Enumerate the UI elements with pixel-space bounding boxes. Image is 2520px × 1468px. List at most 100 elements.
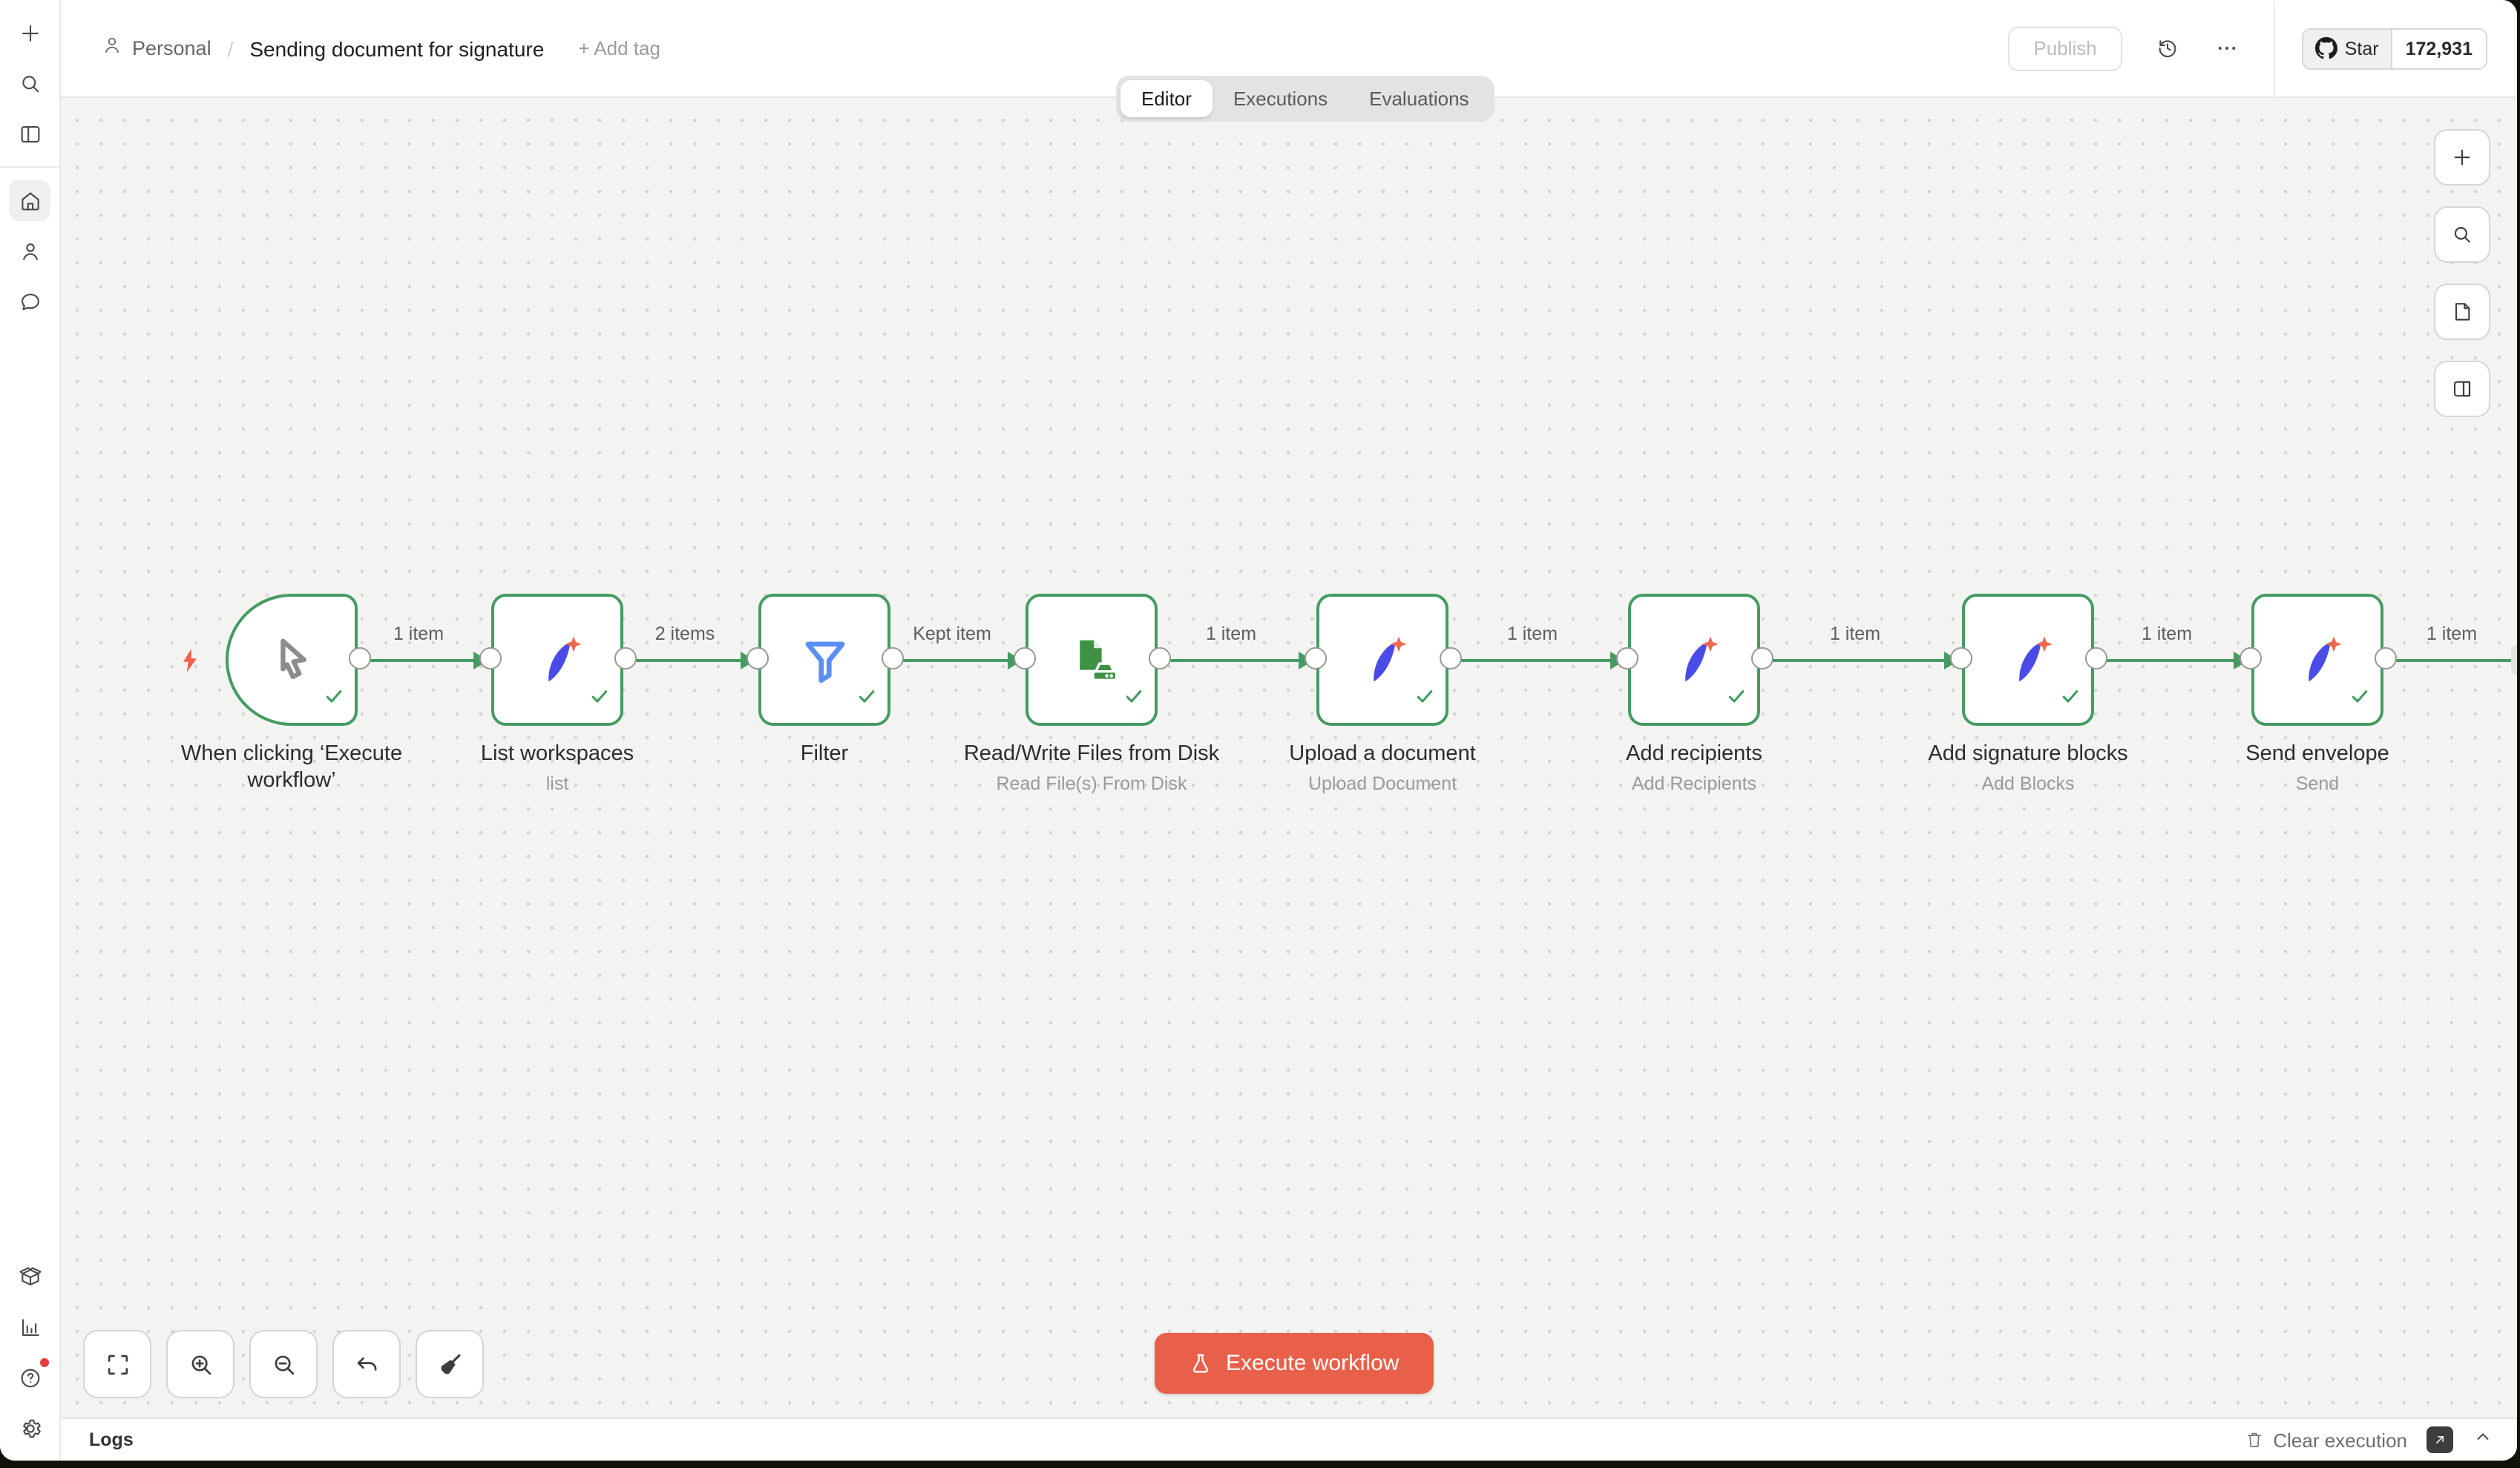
cursor-icon bbox=[280, 638, 306, 678]
sidebar-item-insights[interactable] bbox=[9, 1306, 50, 1348]
check-icon bbox=[2352, 690, 2368, 703]
node-input-port[interactable] bbox=[479, 647, 501, 669]
github-star-badge[interactable]: Star 172,931 bbox=[2301, 27, 2487, 69]
sidebar-item-home[interactable] bbox=[9, 180, 50, 221]
node-box[interactable] bbox=[2251, 594, 2383, 726]
user-icon bbox=[101, 33, 123, 63]
node-subtitle: Add Blocks bbox=[1981, 773, 2075, 795]
node-subtitle: list bbox=[545, 773, 569, 795]
new-workflow-button[interactable] bbox=[9, 12, 50, 53]
node-label: List workspaces list bbox=[408, 741, 706, 794]
node-output-port[interactable] bbox=[614, 647, 636, 669]
sidebar-item-help[interactable] bbox=[9, 1357, 50, 1398]
more-options-button[interactable] bbox=[2205, 26, 2250, 71]
connection-line[interactable] bbox=[1769, 658, 1947, 661]
node-input-port[interactable] bbox=[1949, 647, 1972, 669]
node-input-port[interactable] bbox=[746, 647, 768, 669]
node-box[interactable] bbox=[758, 594, 890, 726]
workflow-title[interactable]: Sending document for signature bbox=[249, 36, 545, 60]
publish-button[interactable]: Publish bbox=[2008, 26, 2122, 71]
feather-sparkle-icon bbox=[1684, 635, 1718, 681]
clear-execution-button[interactable]: Clear execution bbox=[2243, 1429, 2407, 1451]
node-output-port[interactable] bbox=[2084, 647, 2107, 669]
undo-button[interactable] bbox=[332, 1330, 401, 1398]
add-tag-button[interactable]: + Add tag bbox=[578, 37, 660, 59]
node-box[interactable] bbox=[1962, 594, 2094, 726]
zoom-in-button[interactable] bbox=[166, 1330, 234, 1398]
trash-icon bbox=[2247, 1432, 2261, 1447]
toggle-sidebar-button[interactable] bbox=[9, 113, 50, 154]
node-box[interactable] bbox=[1026, 594, 1158, 726]
node-input-port[interactable] bbox=[1013, 647, 1035, 669]
logs-panel-header[interactable]: Logs Clear execution bbox=[59, 1418, 2517, 1461]
broom-icon bbox=[440, 1353, 460, 1374]
workflow-node[interactable]: Filter bbox=[746, 594, 903, 766]
logs-title: Logs bbox=[89, 1429, 134, 1450]
expand-logs-button[interactable] bbox=[2473, 1426, 2493, 1454]
node-output-port[interactable] bbox=[1439, 647, 1461, 669]
toggle-panel-button[interactable] bbox=[2434, 361, 2490, 417]
sidebar-item-templates[interactable] bbox=[9, 1256, 50, 1297]
sidebar-search-button[interactable] bbox=[9, 62, 50, 104]
add-node-button[interactable] bbox=[2434, 129, 2490, 186]
tab-executions[interactable]: Executions bbox=[1233, 88, 1328, 110]
node-input-port[interactable] bbox=[1304, 647, 1326, 669]
node-output-port[interactable] bbox=[348, 647, 370, 669]
node-input-port[interactable] bbox=[2239, 647, 2261, 669]
workflow-node[interactable]: When clicking ‘Execute workflow’ bbox=[181, 594, 402, 793]
connection-line[interactable] bbox=[2103, 658, 2237, 661]
search-icon bbox=[22, 75, 39, 92]
execute-workflow-button[interactable]: Execute workflow bbox=[1155, 1333, 1434, 1394]
history-button[interactable] bbox=[2146, 26, 2191, 71]
flask-icon bbox=[1192, 1353, 1209, 1372]
cursor-icon bbox=[229, 597, 355, 723]
sidebar-item-settings[interactable] bbox=[9, 1407, 50, 1449]
ellipsis-icon bbox=[2219, 47, 2236, 50]
node-box[interactable] bbox=[491, 594, 623, 726]
open-logs-window-button[interactable] bbox=[2427, 1426, 2453, 1453]
node-output-port[interactable] bbox=[1750, 647, 1773, 669]
node-title: Send envelope bbox=[2245, 742, 2389, 766]
sidebar-item-personal[interactable] bbox=[9, 230, 50, 272]
node-output-port[interactable] bbox=[2374, 647, 2396, 669]
sidebar-item-chat[interactable] bbox=[9, 281, 50, 322]
check-icon bbox=[1728, 690, 1745, 703]
lightning-bolt-icon bbox=[177, 646, 203, 681]
connection-line[interactable] bbox=[632, 658, 744, 661]
node-input-port[interactable] bbox=[1615, 647, 1638, 669]
breadcrumb-team[interactable]: Personal bbox=[132, 37, 211, 59]
tidy-up-button[interactable] bbox=[416, 1330, 484, 1398]
check-icon bbox=[591, 690, 608, 703]
fit-view-button[interactable] bbox=[83, 1330, 151, 1398]
file-disk-icon bbox=[1079, 639, 1118, 681]
add-connected-node-button[interactable] bbox=[2511, 644, 2517, 675]
connection-line[interactable] bbox=[1457, 658, 1613, 661]
add-sticky-note-button[interactable] bbox=[2434, 284, 2490, 340]
tab-editor[interactable]: Editor bbox=[1120, 80, 1213, 117]
search-icon bbox=[2454, 226, 2470, 243]
node-output-port[interactable] bbox=[881, 647, 903, 669]
connection-line[interactable] bbox=[2392, 658, 2511, 661]
connection-line[interactable] bbox=[367, 658, 476, 661]
tab-evaluations[interactable]: Evaluations bbox=[1369, 88, 1469, 110]
connection-line[interactable] bbox=[899, 658, 1011, 661]
node-box[interactable] bbox=[226, 594, 358, 726]
canvas-search-button[interactable] bbox=[2434, 206, 2490, 263]
node-box[interactable] bbox=[1628, 594, 1760, 726]
node-output-port[interactable] bbox=[1148, 647, 1170, 669]
github-star-count: 172,931 bbox=[2392, 29, 2486, 68]
home-icon bbox=[21, 191, 39, 210]
connection-line[interactable] bbox=[1167, 658, 1302, 661]
workflow-node[interactable]: List workspaces list bbox=[479, 594, 636, 794]
node-box[interactable] bbox=[1316, 594, 1448, 726]
zoom-out-button[interactable] bbox=[249, 1330, 318, 1398]
node-title: When clicking ‘Execute workflow’ bbox=[180, 742, 403, 793]
node-title: List workspaces bbox=[480, 742, 634, 766]
